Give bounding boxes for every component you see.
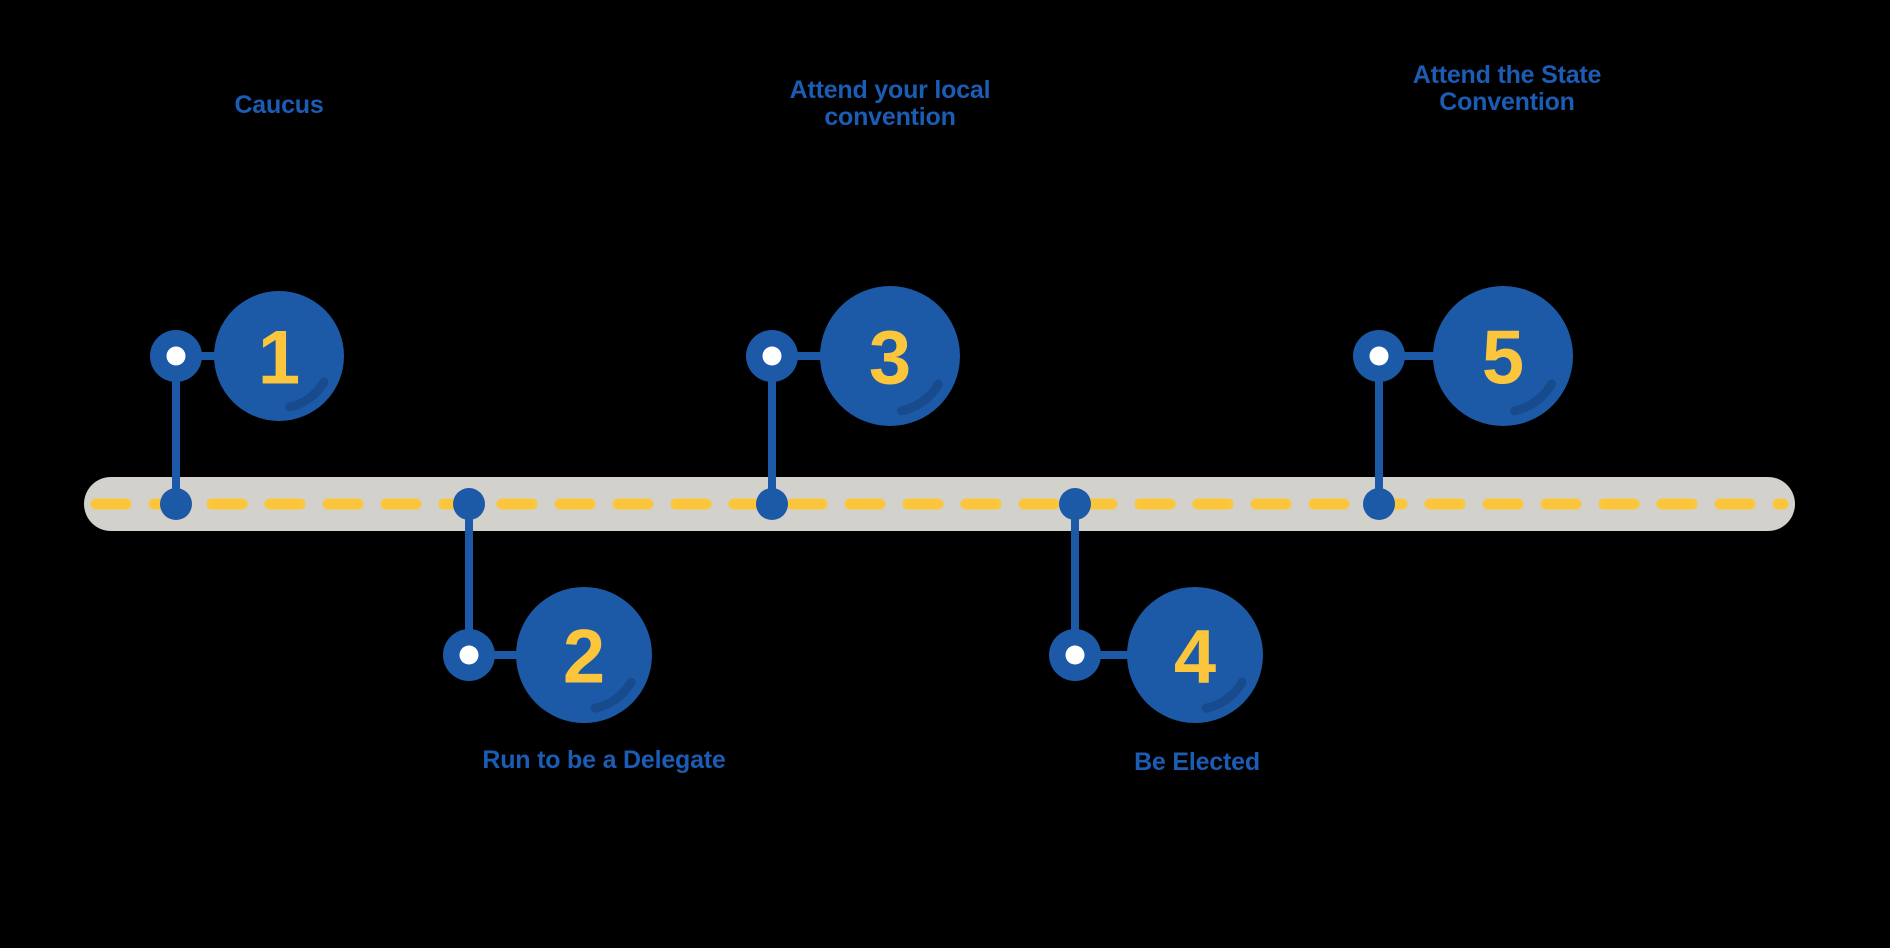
step-number-1: 1 <box>258 316 300 401</box>
step-label-line: Caucus <box>234 91 323 119</box>
step-circle-1[interactable] <box>214 291 344 421</box>
step-label-line: Attend your local <box>790 76 991 104</box>
timeline-node-dot-4[interactable] <box>1059 488 1091 520</box>
timeline-node-dot-1[interactable] <box>160 488 192 520</box>
step-label-line: convention <box>824 103 955 131</box>
step-number-4: 4 <box>1174 615 1216 700</box>
step-marker-dot-1 <box>166 346 186 366</box>
step-circle-2[interactable] <box>516 587 652 723</box>
step-circle-highlight-3 <box>897 379 943 416</box>
step-circle-highlight-4 <box>1201 677 1247 713</box>
timeline-node-dot-3[interactable] <box>756 488 788 520</box>
step-label-4: Be Elected <box>1134 748 1260 776</box>
step-marker-dot-3 <box>762 346 782 366</box>
step-circle-highlight-5 <box>1510 379 1556 416</box>
step-marker-dot-2 <box>459 645 479 665</box>
step-marker-dot-5 <box>1369 346 1389 366</box>
timeline-step-1[interactable]: 1 Caucus <box>150 91 344 520</box>
step-circle-highlight-2 <box>590 677 636 713</box>
step-circle-highlight-1 <box>285 377 329 412</box>
step-label-line: Convention <box>1439 88 1575 116</box>
step-label-line: Be Elected <box>1134 748 1260 776</box>
step-label-1: Caucus <box>234 91 323 119</box>
step-label-line: Run to be a Delegate <box>482 746 726 774</box>
timeline-step-4[interactable]: 4 Be Elected <box>1049 488 1263 776</box>
step-circle-4[interactable] <box>1127 587 1263 723</box>
timeline-node-dot-2[interactable] <box>453 488 485 520</box>
step-label-2: Run to be a Delegate <box>482 746 726 774</box>
timeline-node-dot-5[interactable] <box>1363 488 1395 520</box>
step-circle-5[interactable] <box>1433 286 1573 426</box>
step-number-5: 5 <box>1482 316 1524 401</box>
step-marker-dot-4 <box>1065 645 1085 665</box>
step-label-line: Attend the State <box>1413 61 1602 89</box>
step-circle-3[interactable] <box>820 286 960 426</box>
step-number-3: 3 <box>869 316 911 401</box>
step-number-2: 2 <box>563 615 605 700</box>
